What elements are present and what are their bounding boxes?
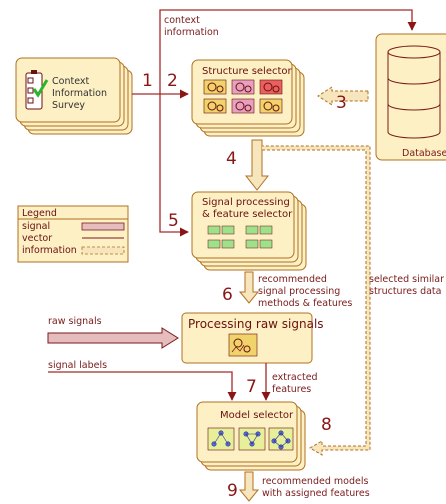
step-8: 8: [321, 415, 332, 435]
extracted-line-1: extracted: [272, 372, 318, 383]
legend-vector-label: vector: [22, 233, 52, 244]
processing-box: Processing raw signals: [181, 312, 324, 364]
signal-labels-label: signal labels: [48, 360, 107, 371]
legend-signal-swatch: [81, 222, 125, 231]
step-6: 6: [222, 285, 233, 305]
signal-selector-line-2: & feature selector: [202, 209, 293, 220]
similar-structures-path: [262, 145, 371, 456]
survey-line-3: Survey: [52, 100, 85, 111]
step-3: 3: [336, 93, 347, 113]
legend-information-label: information: [22, 245, 77, 256]
survey-line-1: Context: [52, 76, 89, 87]
context-info-line-2: information: [164, 27, 219, 38]
step-5: 5: [168, 211, 179, 231]
step-1: 1: [142, 71, 153, 91]
legend-signal-label: signal: [22, 221, 50, 232]
context-to-database-arrow: [159, 9, 417, 94]
similar-data-line-1: selected similar: [369, 274, 444, 285]
similar-data-line-2: structures data: [369, 286, 441, 297]
model-output-arrow: [238, 471, 260, 502]
step-7: 7: [246, 377, 257, 397]
structure-selector-box: Structure selector: [191, 59, 305, 137]
database-to-structure-arrow: [317, 86, 369, 106]
step-4: 4: [226, 149, 237, 169]
step-2: 2: [167, 71, 178, 91]
step-9: 9: [227, 481, 238, 501]
raw-signals-label: raw signals: [48, 316, 102, 327]
network-icons: [207, 427, 294, 451]
legend-title: Legend: [22, 208, 57, 219]
recommended-methods-line-2: signal processing: [258, 286, 340, 297]
recommended-models-line-1: recommended models: [262, 476, 368, 487]
signal-to-processing-arrow: [238, 271, 260, 304]
signal-selector-box: Signal processing & feature selector: [191, 191, 307, 271]
gear-icon-grid: [203, 79, 283, 114]
signal-selector-line-1: Signal processing: [202, 197, 290, 208]
raw-signals-arrow: [47, 327, 179, 349]
model-selector-title: Model selector: [220, 410, 294, 421]
extracted-line-2: features: [272, 384, 311, 395]
database-icon: [387, 45, 441, 139]
context-to-signal-selector-arrow: [159, 94, 189, 237]
feature-icon-grid: [207, 225, 273, 249]
model-selector-box: Model selector: [196, 401, 306, 471]
signal-processing-icon: [228, 333, 258, 357]
processing-title: Processing raw signals: [188, 317, 324, 331]
structure-selector-title: Structure selector: [202, 66, 293, 77]
database-label: Database: [402, 148, 446, 159]
signal-labels-arrow: [48, 371, 237, 401]
survey-line-2: Information: [52, 88, 107, 99]
context-info-line-1: context: [164, 15, 200, 26]
checklist-icon: [25, 70, 49, 110]
legend-information-swatch: [81, 246, 125, 255]
recommended-models-line-2: with assigned features: [262, 488, 370, 499]
legend: Legend signal vector information: [17, 205, 129, 263]
survey-box: Context Information Survey: [15, 57, 133, 135]
database-box: Database: [375, 33, 446, 161]
recommended-methods-line-3: methods & features: [258, 298, 352, 309]
recommended-methods-line-1: recommended: [258, 274, 327, 285]
